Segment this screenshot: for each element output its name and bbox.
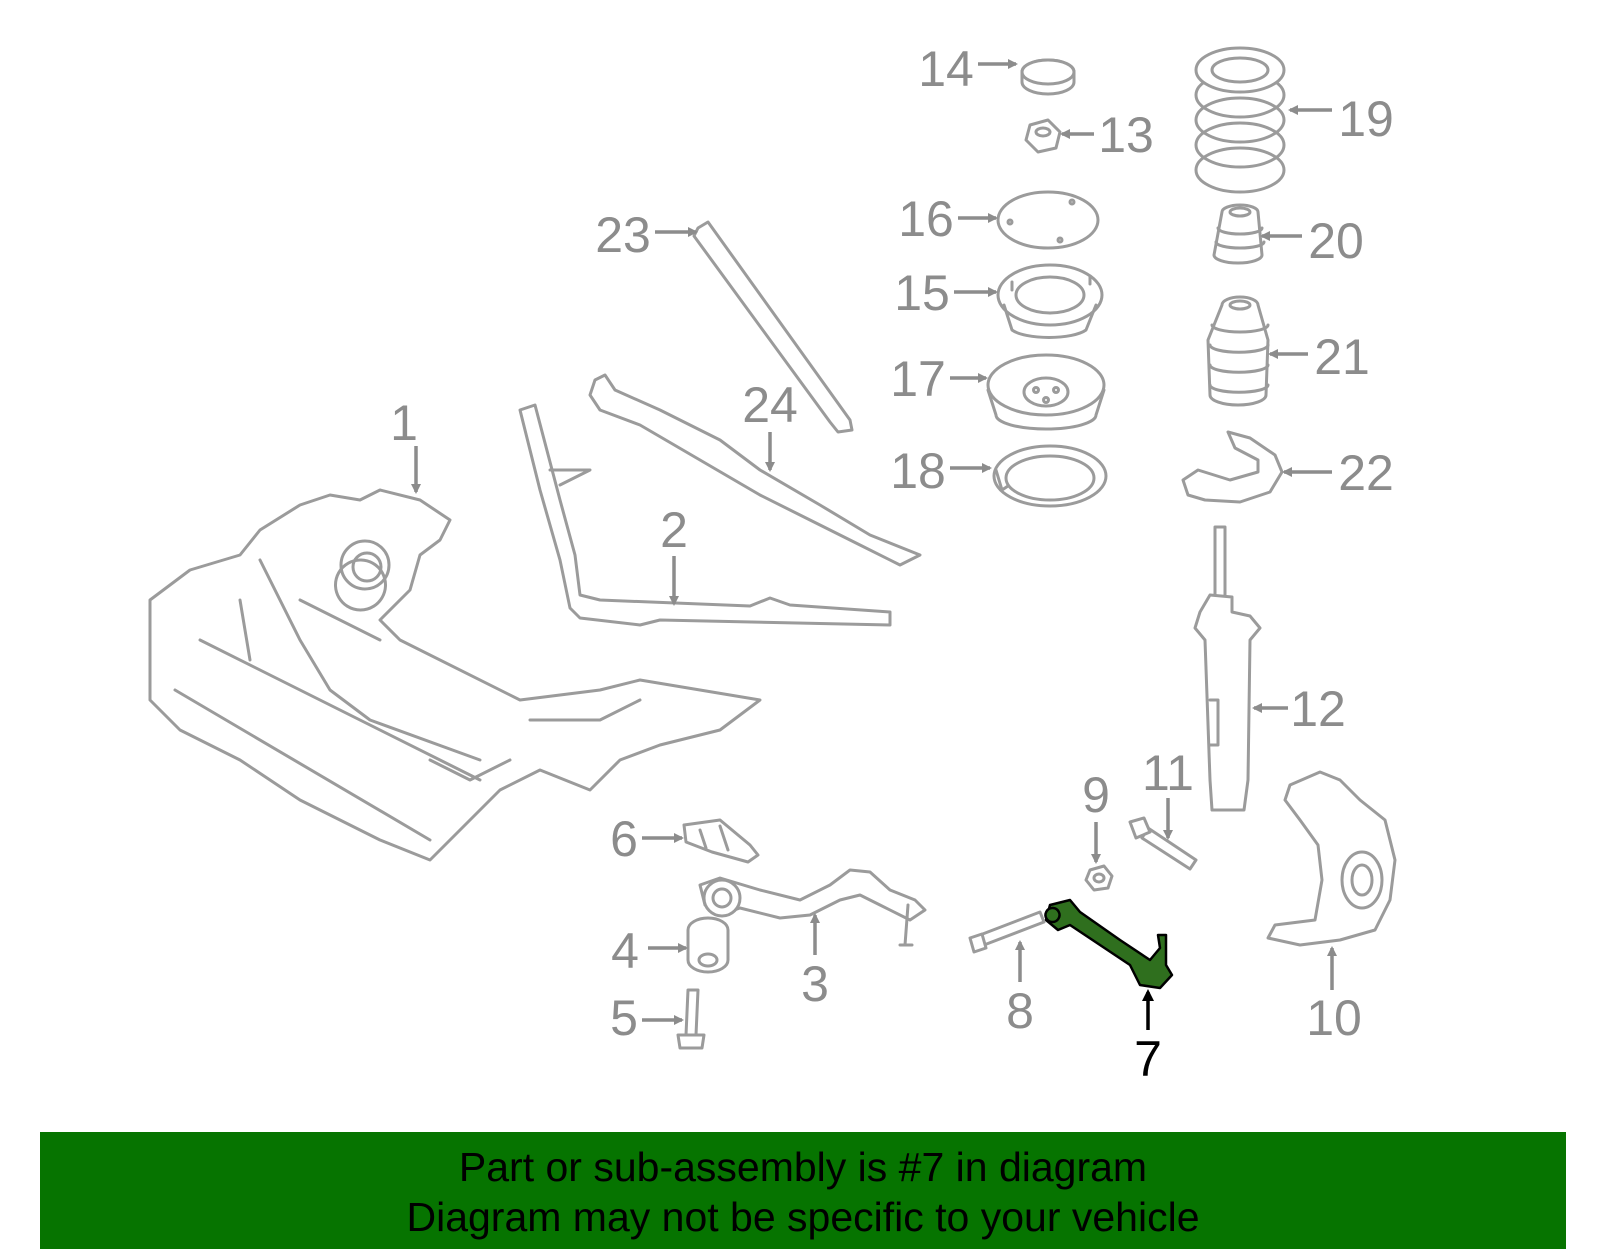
part-19-coil-spring[interactable] bbox=[1194, 46, 1286, 194]
svg-text:4: 4 bbox=[611, 923, 639, 979]
callout-7: 7 bbox=[1134, 1031, 1162, 1087]
part-7-tension-strut[interactable] bbox=[1044, 898, 1174, 1030]
banner-line-1: Part or sub-assembly is #7 in diagram bbox=[458, 1144, 1148, 1190]
part-2-brace[interactable] bbox=[518, 403, 892, 627]
callout-21: 21 bbox=[1268, 329, 1370, 385]
part-9-nut[interactable] bbox=[1084, 864, 1114, 892]
callout-3: 3 bbox=[801, 913, 829, 1012]
callout-14: 14 bbox=[918, 41, 1018, 97]
svg-text:18: 18 bbox=[890, 443, 946, 499]
svg-text:1: 1 bbox=[390, 395, 418, 451]
svg-text:11: 11 bbox=[1142, 745, 1194, 801]
callout-10: 10 bbox=[1306, 946, 1362, 1046]
callout-19: 19 bbox=[1288, 91, 1394, 147]
svg-text:15: 15 bbox=[894, 265, 950, 321]
callout-6: 6 bbox=[610, 811, 684, 867]
part-24-tie-bar[interactable] bbox=[588, 373, 922, 567]
svg-text:21: 21 bbox=[1314, 329, 1370, 385]
svg-text:2: 2 bbox=[660, 502, 688, 558]
info-banner: Part or sub-assembly is #7 in diagram Di… bbox=[40, 1132, 1566, 1249]
part-23-strut[interactable] bbox=[692, 220, 854, 434]
svg-text:5: 5 bbox=[610, 990, 638, 1046]
svg-text:22: 22 bbox=[1338, 445, 1394, 501]
callout-1: 1 bbox=[390, 395, 421, 494]
part-17-spring-seat[interactable] bbox=[986, 353, 1106, 431]
svg-text:23: 23 bbox=[595, 207, 651, 263]
part-6-bracket[interactable] bbox=[682, 818, 760, 864]
part-15-mount[interactable] bbox=[996, 263, 1104, 339]
callout-15: 15 bbox=[894, 265, 998, 321]
callout-18: 18 bbox=[890, 443, 992, 499]
banner-line-2: Diagram may not be specific to your vehi… bbox=[406, 1194, 1200, 1240]
part-21-dust-boot[interactable] bbox=[1206, 295, 1270, 407]
svg-text:6: 6 bbox=[610, 811, 638, 867]
part-20-bump-stop[interactable] bbox=[1212, 203, 1266, 265]
callout-20: 20 bbox=[1260, 213, 1364, 269]
svg-text:7: 7 bbox=[1134, 1031, 1162, 1087]
svg-text:10: 10 bbox=[1306, 990, 1362, 1046]
svg-text:20: 20 bbox=[1308, 213, 1364, 269]
svg-text:9: 9 bbox=[1082, 767, 1110, 823]
callout-24: 24 bbox=[742, 377, 798, 472]
part-22-seat[interactable] bbox=[1181, 430, 1284, 504]
svg-text:16: 16 bbox=[898, 191, 954, 247]
part-4-bushing[interactable] bbox=[686, 916, 730, 974]
part-1-subframe[interactable] bbox=[148, 488, 762, 862]
part-12-strut[interactable] bbox=[1193, 525, 1262, 812]
callout-5: 5 bbox=[610, 990, 684, 1046]
part-3-control-arm[interactable] bbox=[698, 868, 927, 947]
part-8-bolt[interactable] bbox=[968, 910, 1046, 954]
svg-text:17: 17 bbox=[890, 351, 946, 407]
callout-12: 12 bbox=[1252, 681, 1346, 737]
callout-17: 17 bbox=[890, 351, 988, 407]
callout-13: 13 bbox=[1060, 107, 1154, 163]
callout-8: 8 bbox=[1006, 940, 1034, 1039]
svg-text:3: 3 bbox=[801, 956, 829, 1012]
part-14-cap[interactable] bbox=[1020, 58, 1076, 96]
callout-22: 22 bbox=[1282, 445, 1394, 501]
callout-23: 23 bbox=[595, 207, 698, 263]
svg-text:8: 8 bbox=[1006, 983, 1034, 1039]
svg-text:19: 19 bbox=[1338, 91, 1394, 147]
part-13-nut[interactable] bbox=[1024, 118, 1062, 154]
part-10-knuckle[interactable] bbox=[1266, 770, 1397, 947]
callout-11: 11 bbox=[1142, 745, 1194, 840]
svg-text:14: 14 bbox=[918, 41, 974, 97]
callout-2: 2 bbox=[660, 502, 688, 606]
part-5-bolt[interactable] bbox=[676, 988, 706, 1050]
callout-4: 4 bbox=[611, 923, 688, 979]
svg-text:12: 12 bbox=[1290, 681, 1346, 737]
callout-9: 9 bbox=[1082, 767, 1110, 864]
part-16-gasket[interactable] bbox=[996, 190, 1100, 250]
callout-16: 16 bbox=[898, 191, 998, 247]
part-18-isolator[interactable] bbox=[992, 444, 1108, 508]
svg-text:24: 24 bbox=[742, 377, 798, 433]
part-11-bolt[interactable] bbox=[1128, 816, 1198, 871]
svg-text:13: 13 bbox=[1098, 107, 1154, 163]
